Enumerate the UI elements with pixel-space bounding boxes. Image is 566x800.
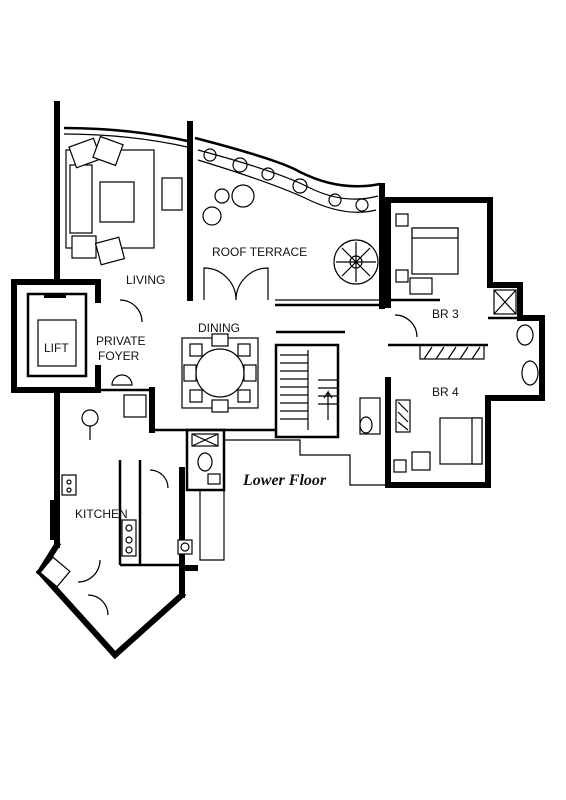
label-br3: BR 3	[432, 307, 459, 321]
room-labels: LIVING ROOF TERRACE BR 3 DINING LIFT PRI…	[44, 245, 459, 521]
bathroom-fixtures	[419, 289, 539, 386]
powder-room	[191, 433, 221, 485]
dining-furniture	[181, 333, 259, 413]
living-furniture	[65, 135, 183, 266]
stairs	[280, 350, 338, 430]
label-lower-floor: Lower Floor	[242, 472, 327, 489]
kitchen-fixtures	[39, 374, 198, 588]
label-foyer: FOYER	[98, 349, 140, 363]
label-dining: DINING	[198, 321, 240, 335]
doors	[77, 267, 418, 616]
br3-furniture	[395, 213, 459, 295]
br4-furniture	[359, 397, 483, 473]
label-kitchen: KITCHEN	[75, 507, 128, 521]
tree-icon	[333, 239, 379, 285]
label-living: LIVING	[126, 273, 165, 287]
walls	[11, 101, 545, 660]
terrace-planters	[197, 148, 379, 285]
label-private: PRIVATE	[96, 334, 146, 348]
lift-shaft	[26, 292, 88, 378]
label-br4: BR 4	[432, 385, 459, 399]
label-lift: LIFT	[44, 341, 69, 355]
label-roof-terrace: ROOF TERRACE	[212, 245, 307, 259]
